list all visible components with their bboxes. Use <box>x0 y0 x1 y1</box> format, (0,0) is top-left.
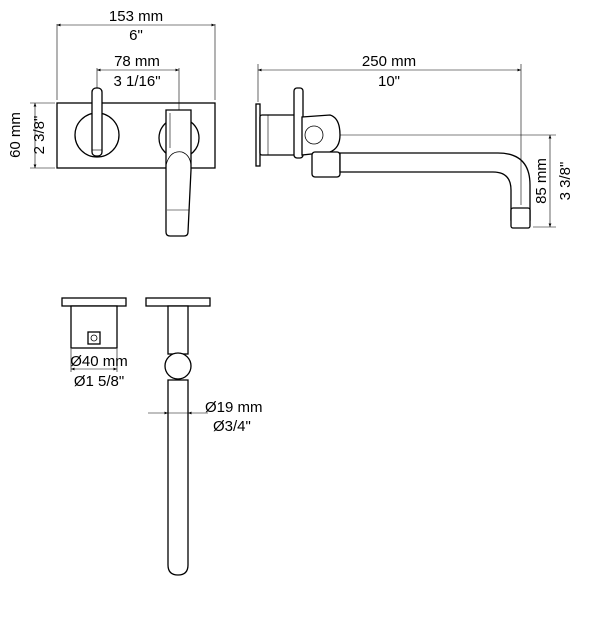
top-plate-b <box>145 297 211 307</box>
plate-height-in: 2 3/8" <box>31 116 48 155</box>
dim-spout-length: 250 mm 10" <box>257 53 522 205</box>
body-diameter-mm: Ø40 mm <box>70 353 128 370</box>
top-spout-joint <box>164 352 192 380</box>
spout-aerator <box>510 207 531 229</box>
spout-height-mm: 85 mm <box>533 158 550 204</box>
spout-height-in: 3 3/8" <box>557 162 574 201</box>
body-diameter-in: Ø1 5/8" <box>74 373 124 390</box>
spout-tube <box>339 152 531 221</box>
dim-handle-center: 78 mm 3 1/16" <box>96 53 180 110</box>
plate-height-mm: 60 mm <box>7 112 24 158</box>
dim-body-diameter: Ø40 mm Ø1 5/8" <box>70 349 128 390</box>
top-plate-a <box>61 297 127 307</box>
front-width-mm: 153 mm <box>109 8 163 25</box>
dim-front-width: 153 mm 6" <box>56 8 216 100</box>
side-view <box>255 87 531 229</box>
spout-mount <box>301 114 341 156</box>
top-spout-tube <box>167 379 189 576</box>
dim-spout-diameter: Ø19 mm Ø3/4" <box>148 399 263 435</box>
handle-center-in: 3 1/16" <box>113 73 160 90</box>
front-width-in: 6" <box>129 27 143 44</box>
dim-spout-height: 85 mm 3 3/8" <box>340 134 574 228</box>
spout-collar <box>311 151 341 178</box>
front-view <box>56 87 216 237</box>
spout-length-mm: 250 mm <box>362 53 416 70</box>
top-knob-square <box>87 331 101 345</box>
spout-length-in: 10" <box>378 73 400 90</box>
handle-lever <box>91 87 103 157</box>
spout-front <box>165 109 192 237</box>
spout-diameter-mm: Ø19 mm <box>205 399 263 416</box>
handle-center-mm: 78 mm <box>114 53 160 70</box>
top-view-spout <box>145 297 211 576</box>
dim-plate-height: 60 mm 2 3/8" <box>7 102 55 169</box>
top-view-body <box>61 297 127 349</box>
spout-diameter-in: Ø3/4" <box>213 418 251 435</box>
top-spout-neck <box>167 305 189 355</box>
